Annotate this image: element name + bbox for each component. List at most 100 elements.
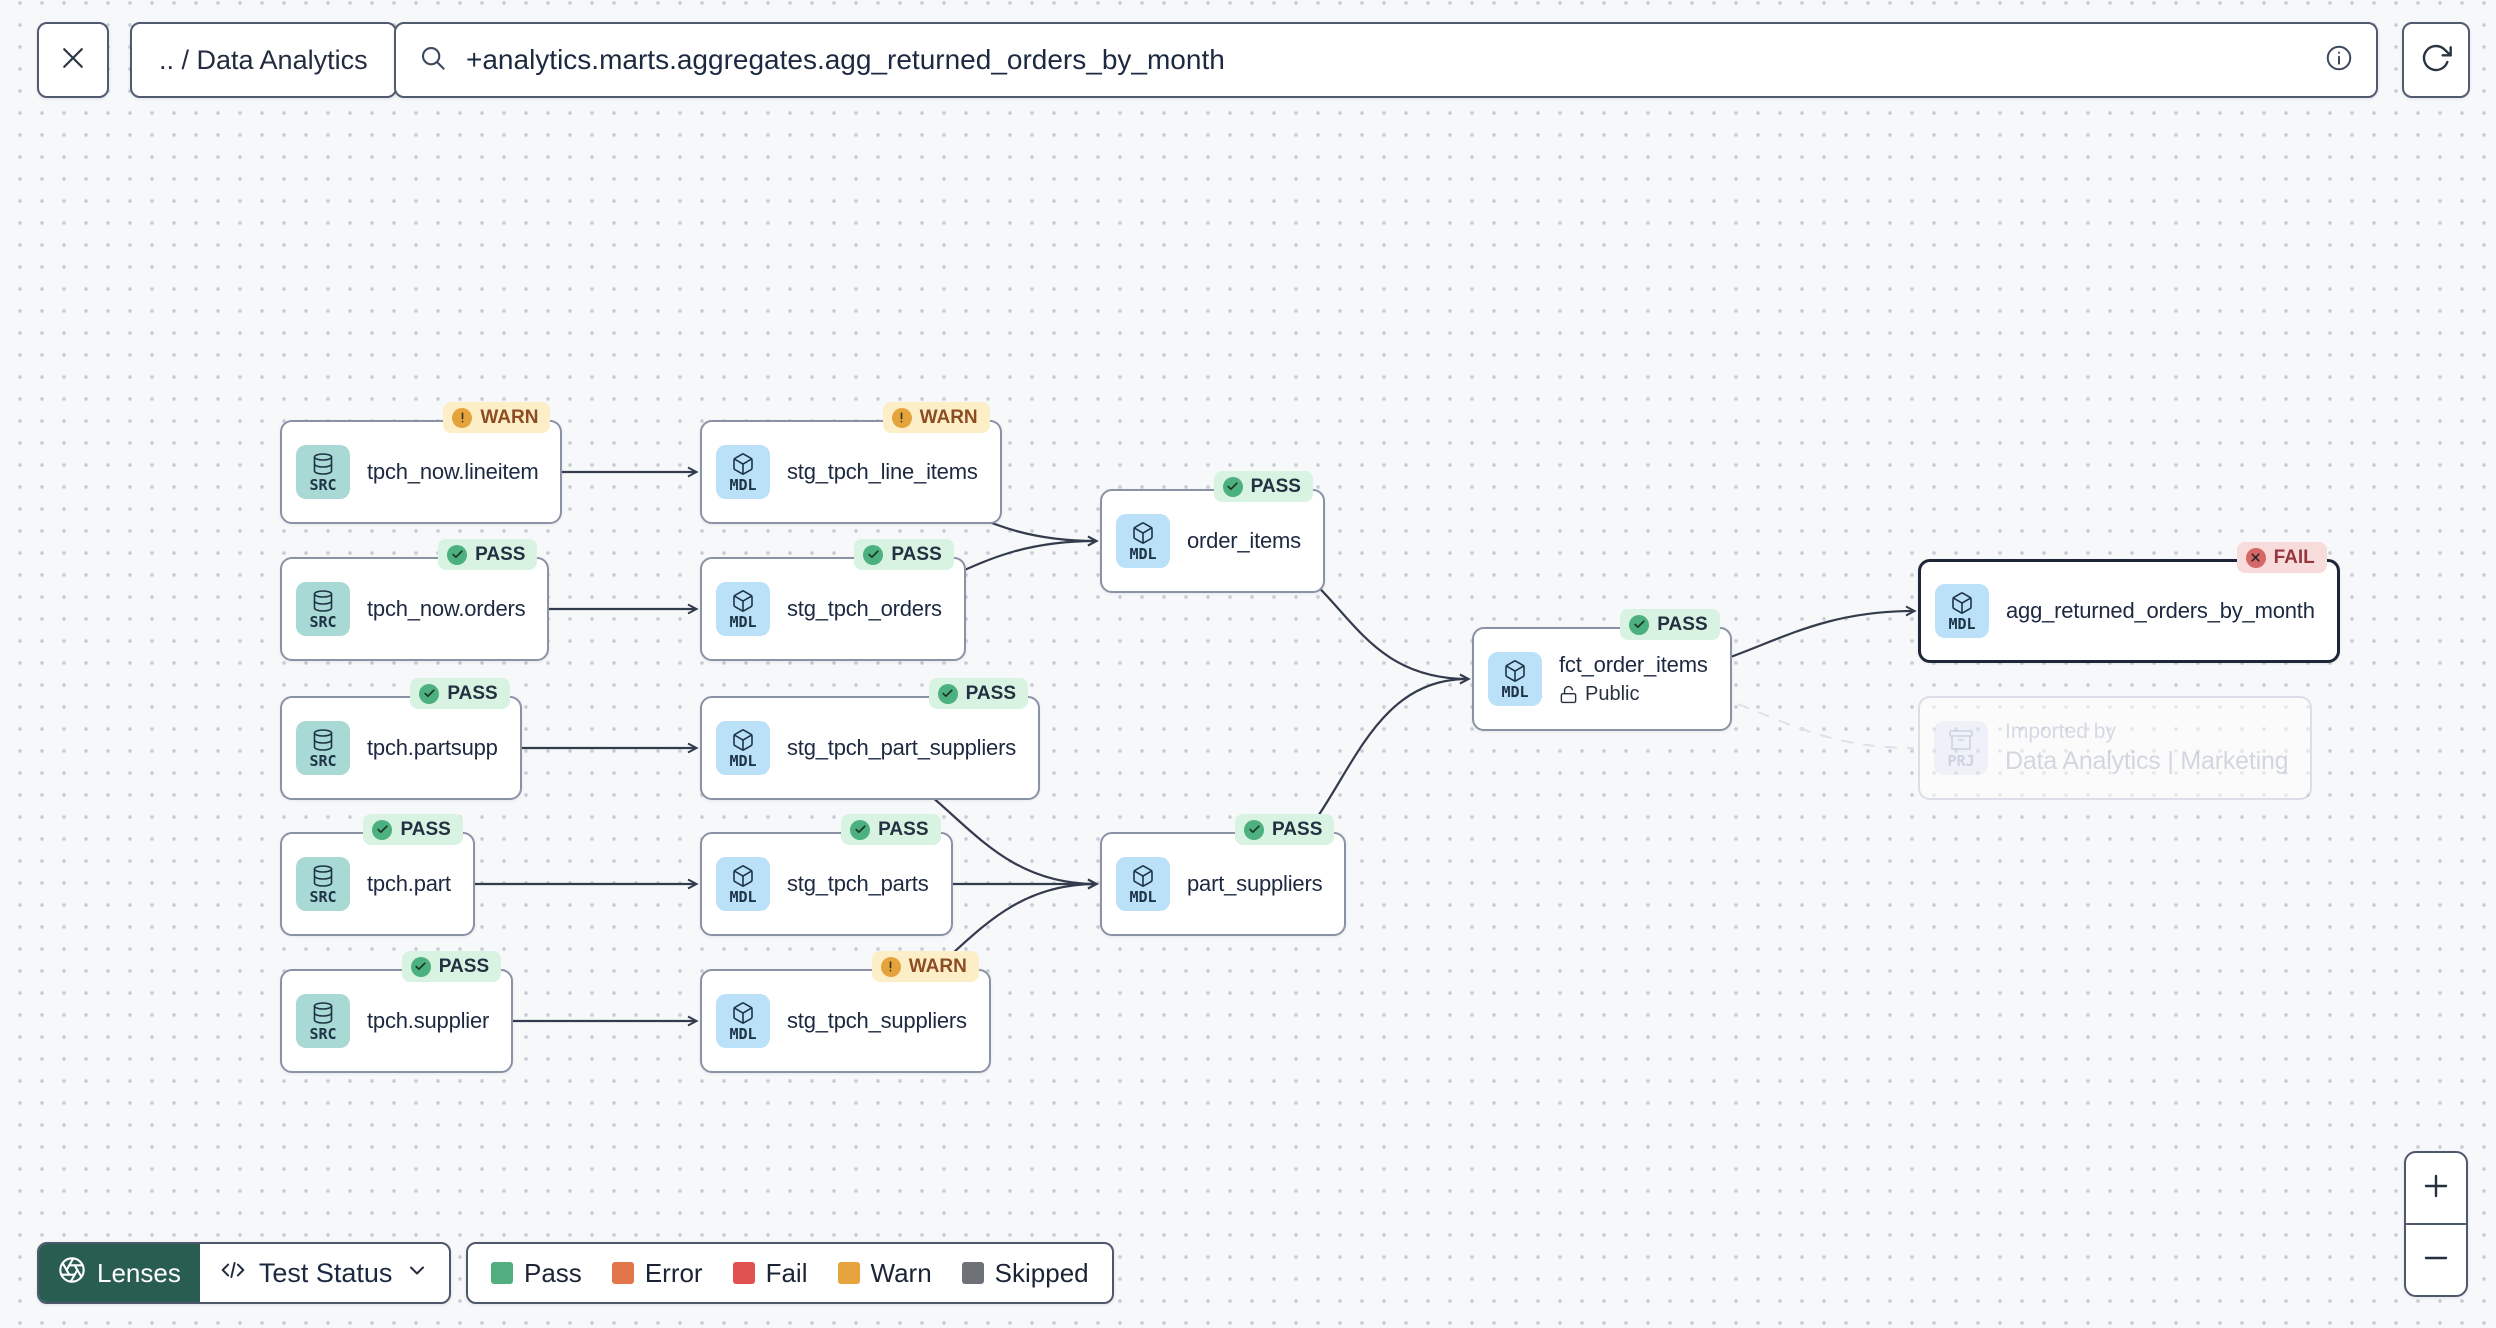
node-title: order_items (1187, 528, 1301, 553)
zoom-out-button[interactable] (2406, 1223, 2466, 1295)
chevron-down-icon (405, 1258, 429, 1289)
status-exclam-icon (880, 956, 901, 977)
node-title: stg_tpch_line_items (787, 459, 978, 484)
breadcrumb-label: .. / Data Analytics (159, 44, 368, 75)
status-exclam-icon (452, 407, 473, 428)
search-bar (394, 22, 2378, 98)
status-badge-pass: PASS (1235, 814, 1335, 845)
cube-icon (1133, 864, 1153, 887)
status-badge-pass: PASS (363, 814, 463, 845)
status-check-icon (937, 683, 958, 704)
aperture-icon (58, 1256, 86, 1291)
status-badge-pass: PASS (841, 814, 941, 845)
status-badge-label: PASS (965, 682, 1016, 704)
graph-node-stg_tpch_part_suppliers[interactable]: MDL stg_tpch_part_suppliers PASS (700, 678, 1040, 800)
node-type-label: SRC (309, 751, 337, 770)
database-icon (313, 864, 333, 887)
status-badge-label: PASS (878, 818, 929, 840)
node-access-row: Public (1559, 683, 1708, 706)
legend-item-error: Error (611, 1257, 703, 1289)
legend-label: Pass (524, 1257, 582, 1288)
node-type-chip: MDL (1116, 514, 1170, 568)
legend-item-pass: Pass (491, 1258, 582, 1289)
lens-selector[interactable]: Test Status (200, 1244, 450, 1302)
info-icon[interactable] (2324, 43, 2354, 78)
status-badge-label: PASS (891, 543, 942, 565)
node-type-label: MDL (729, 475, 757, 494)
cube-icon (733, 1001, 753, 1024)
node-title: stg_tpch_orders (787, 596, 942, 621)
breadcrumb[interactable]: .. / Data Analytics (130, 22, 397, 98)
status-cross-icon (2245, 547, 2266, 568)
status-badge-label: PASS (475, 543, 526, 565)
status-badge-pass: PASS (401, 951, 502, 982)
node-type-label: MDL (729, 751, 757, 770)
legend-swatch (837, 1262, 860, 1284)
node-title: stg_tpch_part_suppliers (787, 735, 1016, 760)
status-badge-label: PASS (1250, 475, 1301, 497)
status-check-icon (447, 544, 468, 565)
status-badge-pass: PASS (1620, 609, 1720, 640)
node-title: tpch.supplier (367, 1008, 490, 1033)
status-check-icon (1629, 614, 1650, 635)
refresh-button[interactable] (2402, 22, 2470, 98)
legend-item-warn: Warn (837, 1258, 932, 1289)
node-title: tpch_now.orders (367, 596, 526, 621)
lenses-button[interactable]: Lenses (39, 1244, 200, 1302)
status-badge-pass: PASS (928, 678, 1028, 709)
cube-icon (733, 452, 753, 475)
status-badge-pass: PASS (854, 539, 954, 570)
status-badge-label: WARN (908, 955, 967, 977)
refresh-icon (2420, 42, 2452, 79)
zoom-in-button[interactable] (2406, 1153, 2466, 1223)
lens-control: Lenses Test Status (37, 1242, 452, 1304)
node-type-label: MDL (1129, 544, 1157, 563)
minus-icon (2420, 1242, 2452, 1279)
node-type-label: MDL (1129, 887, 1157, 906)
status-badge-pass: PASS (1213, 471, 1313, 502)
status-check-icon (863, 544, 884, 565)
node-type-label: SRC (309, 887, 337, 906)
status-badge-label: PASS (438, 955, 490, 977)
node-title: Data Analytics | Marketing (2005, 747, 2289, 775)
status-check-icon (850, 819, 871, 840)
node-type-chip: SRC (296, 721, 350, 775)
graph-node-agg_returned_orders_by_month[interactable]: MDL agg_returned_orders_by_month FAIL (1918, 542, 2340, 663)
status-badge-fail: FAIL (2236, 542, 2327, 573)
node-title: agg_returned_orders_by_month (2006, 598, 2315, 623)
status-exclam-icon (891, 407, 912, 428)
database-icon (313, 1001, 333, 1024)
code-icon (220, 1257, 246, 1290)
search-input[interactable] (464, 43, 2308, 77)
graph-node-order_items[interactable]: MDL order_items PASS (1100, 471, 1325, 593)
close-icon (58, 43, 88, 78)
zoom-controls (2404, 1151, 2468, 1297)
node-title: tpch_now.lineitem (367, 459, 539, 484)
node-title: tpch.partsupp (367, 735, 498, 760)
legend-label: Error (644, 1257, 703, 1288)
lens-selected-label: Test Status (258, 1257, 393, 1288)
status-check-icon (372, 819, 393, 840)
node-type-label: MDL (729, 887, 757, 906)
node-type-label: MDL (729, 1024, 757, 1043)
status-badge-label: FAIL (2273, 546, 2315, 568)
close-button[interactable] (37, 22, 109, 98)
node-type-label: SRC (309, 1024, 337, 1043)
database-icon (313, 452, 333, 475)
graph-node-tpch_supplier[interactable]: SRC tpch.supplier PASS (280, 951, 514, 1073)
cube-icon (733, 589, 753, 612)
status-check-icon (1222, 476, 1243, 497)
node-type-label: MDL (1948, 614, 1976, 633)
